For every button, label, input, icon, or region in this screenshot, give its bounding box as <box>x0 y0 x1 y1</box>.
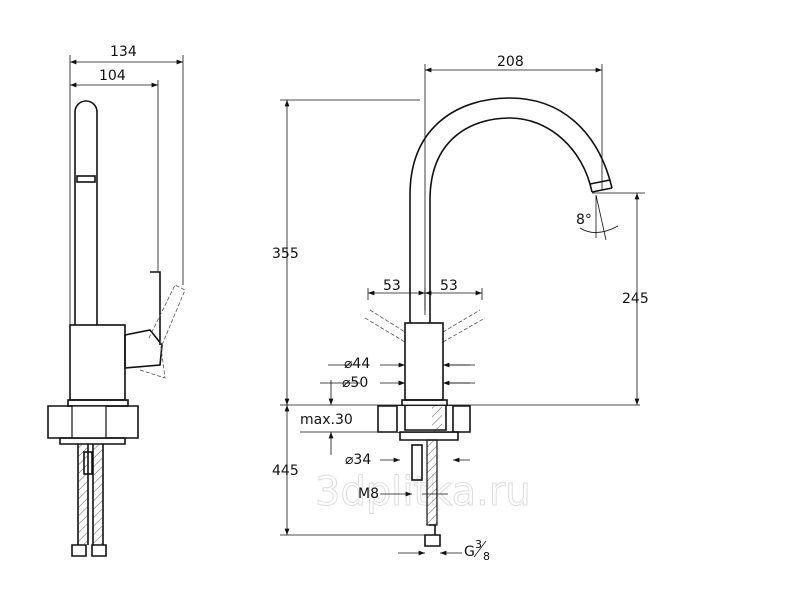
aerator-slot <box>76 175 96 183</box>
svg-text:G: G <box>464 544 475 560</box>
side-view: 134 104 <box>47 44 186 557</box>
svg-text:3: 3 <box>475 538 482 551</box>
dim-hole-diameter: ⌀34 <box>345 452 371 468</box>
dim-spout-reach: 208 <box>497 54 524 70</box>
dim-spout-height: 245 <box>622 291 649 307</box>
front-view: 208 355 245 445 8° 53 53 ⌀44 ⌀50 max.30 … <box>272 54 649 563</box>
dim-handle-left: 53 <box>383 278 401 294</box>
dim-max-thickness: max.30 <box>300 412 353 428</box>
body-side <box>69 324 126 401</box>
watermark: 3dplitka.ru <box>315 469 531 515</box>
lever-side <box>124 271 163 369</box>
base-flange-side <box>67 399 129 407</box>
handle-rotation <box>364 309 486 343</box>
dim-connection: G 3 8 <box>464 538 490 563</box>
supply-hose <box>426 439 438 526</box>
svg-text:8: 8 <box>483 550 490 563</box>
dim-spout-depth: 104 <box>99 68 126 84</box>
dim-total-height: 355 <box>272 246 299 262</box>
dim-stud: M8 <box>358 486 379 502</box>
spout-angle: 8° <box>576 212 592 228</box>
threaded-stud <box>411 444 423 481</box>
dim-base-diameter: ⌀50 <box>342 375 368 391</box>
dim-handle-right: 53 <box>440 278 458 294</box>
dim-below-length: 445 <box>272 463 299 479</box>
dim-body-diameter: ⌀44 <box>344 356 370 372</box>
body-front <box>404 322 444 401</box>
spout-front <box>409 97 613 323</box>
dim-total-depth: 134 <box>110 44 137 60</box>
spout-side <box>74 100 98 325</box>
lever-open-position <box>139 284 186 379</box>
countertop-side <box>47 405 139 439</box>
hose-nuts-side <box>71 544 107 557</box>
hose-nut <box>424 524 441 547</box>
